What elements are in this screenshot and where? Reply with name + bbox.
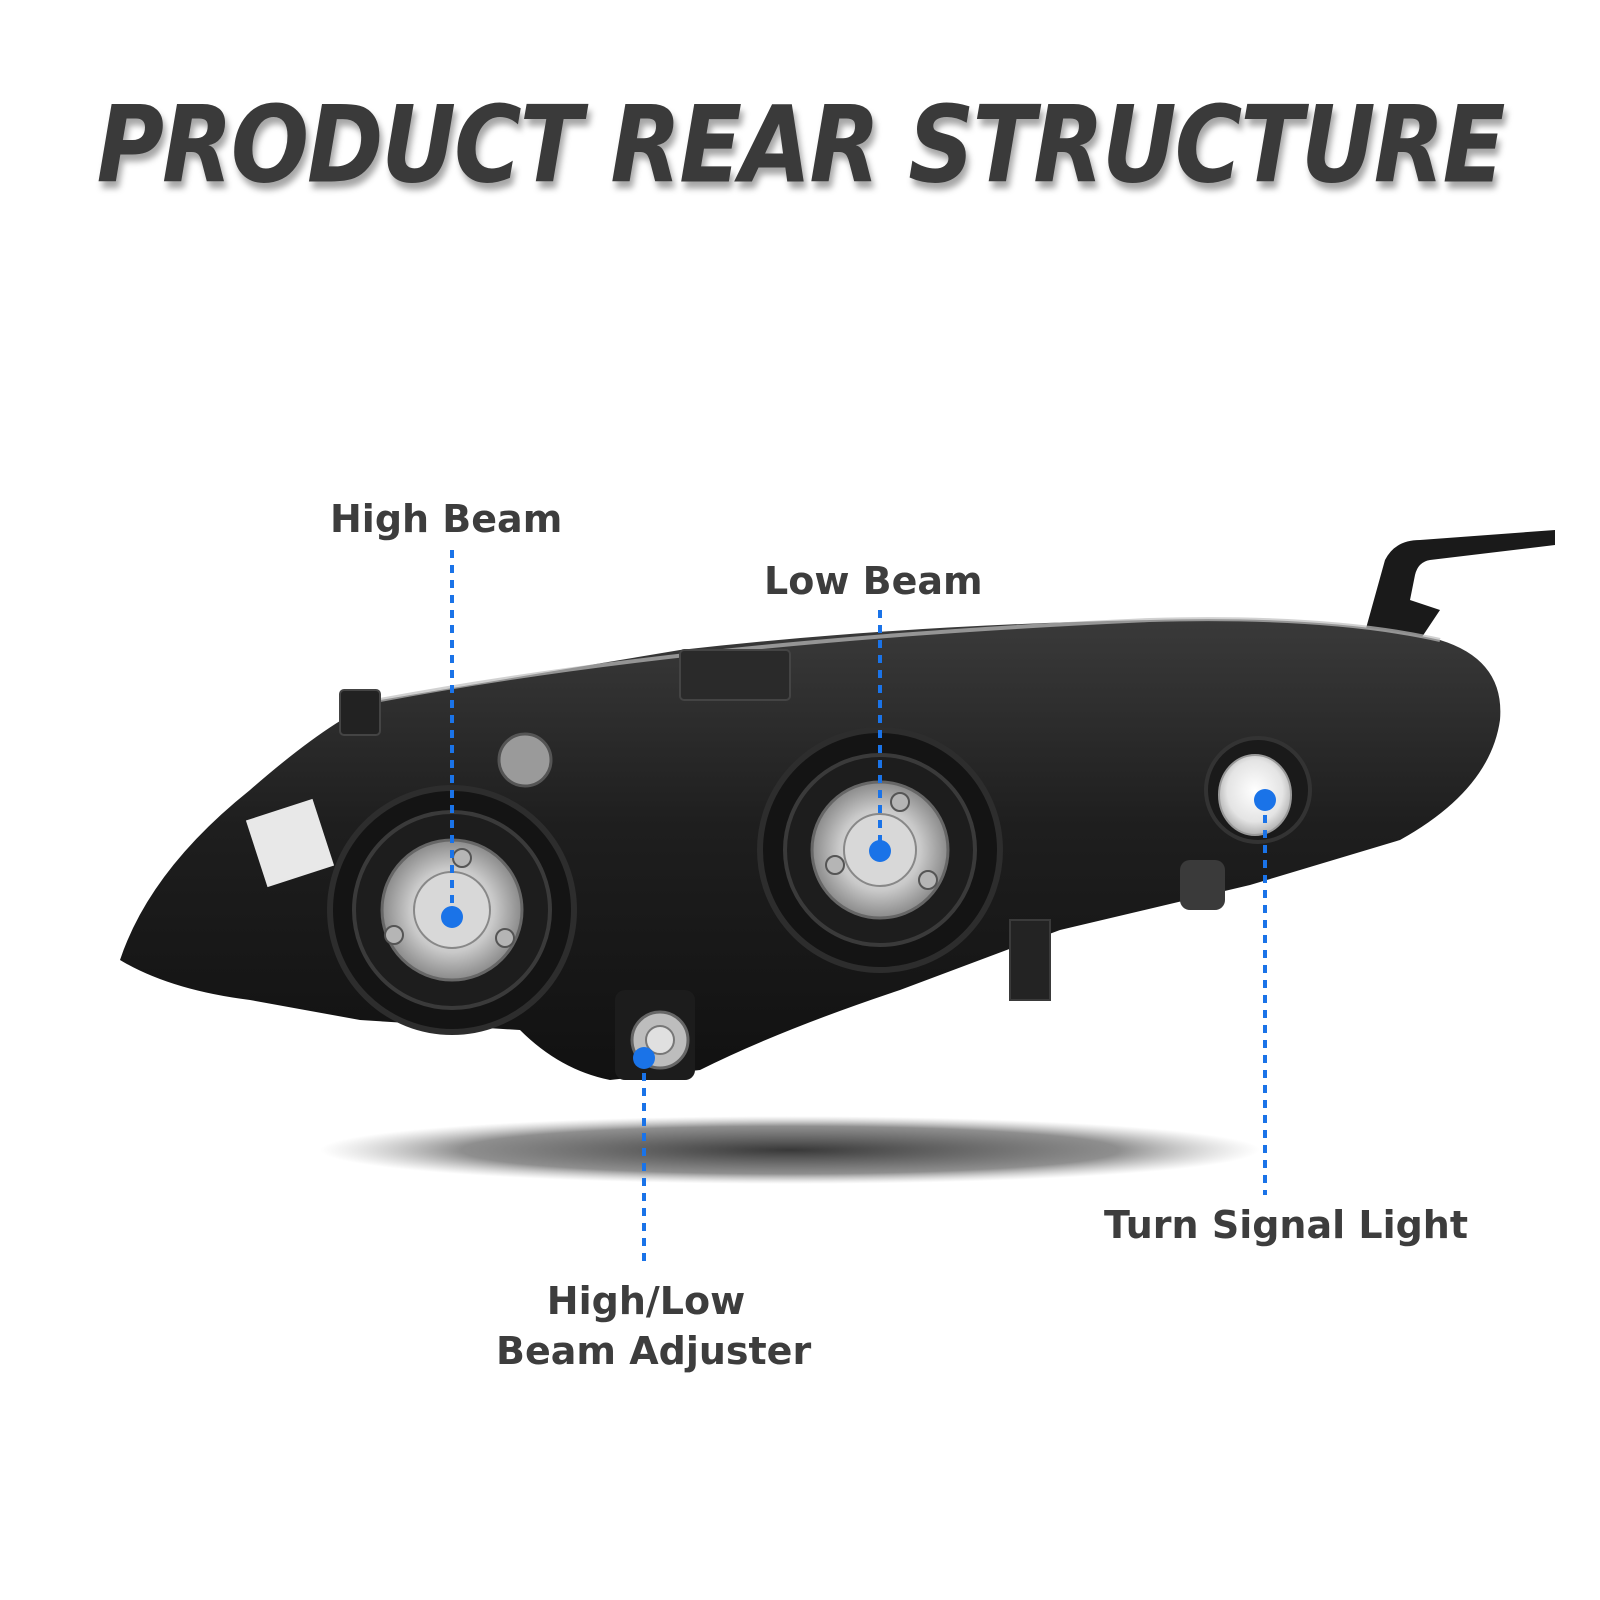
label-beam-adjuster: High/Low Beam Adjuster [496,1276,812,1376]
top-connector [679,649,791,701]
rear-cap [1180,860,1225,910]
label-high-beam: High Beam [330,497,563,541]
callout-dot-turn-signal [1254,789,1276,811]
label-low-beam: Low Beam [764,559,983,603]
beam-adjuster-bolt [615,990,695,1080]
lower-tab [1009,919,1051,1001]
page-title: PRODUCT REAR STRUCTURE [96,83,1506,208]
product-sticker [245,798,335,888]
callout-dot-high-beam [441,906,463,928]
label-turn-signal: Turn Signal Light [1104,1203,1469,1247]
turn-signal-socket [1204,736,1312,844]
top-tab-left [339,689,381,736]
label-beam-adjuster-line2: Beam Adjuster [496,1329,812,1373]
label-beam-adjuster-line1: High/Low [546,1279,746,1323]
callout-dot-low-beam [869,840,891,862]
lens-edge [379,617,1441,702]
adjuster-knob-top [497,732,553,788]
floor-shadow [320,1116,1260,1184]
callout-dot-adjuster [633,1047,655,1069]
mounting-bracket [1360,530,1555,650]
